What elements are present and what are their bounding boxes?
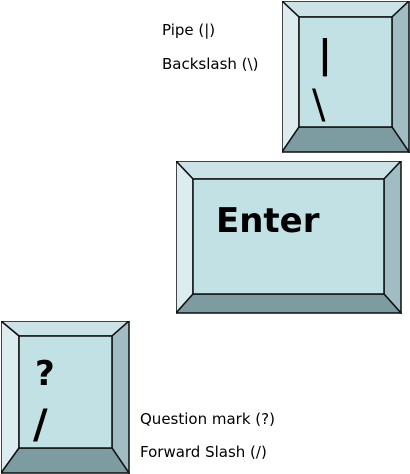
key-bevel bbox=[1, 321, 130, 474]
slash-char: / bbox=[33, 402, 48, 448]
backslash-char: \ bbox=[312, 82, 326, 128]
pipe-label: Pipe (|) bbox=[162, 21, 216, 39]
forward-slash-label: Forward Slash (/) bbox=[140, 443, 267, 461]
question-char: ? bbox=[35, 354, 55, 394]
pipe-backslash-key[interactable]: | \ bbox=[282, 1, 410, 153]
question-slash-key[interactable]: ? / bbox=[1, 321, 130, 474]
question-mark-label: Question mark (?) bbox=[140, 410, 275, 428]
pipe-char: | bbox=[318, 32, 332, 76]
backslash-label: Backslash (\) bbox=[162, 55, 259, 73]
enter-key[interactable]: Enter bbox=[176, 161, 402, 314]
key-bevel bbox=[282, 1, 410, 153]
key-bevel bbox=[176, 161, 402, 314]
enter-label: Enter bbox=[216, 201, 320, 241]
